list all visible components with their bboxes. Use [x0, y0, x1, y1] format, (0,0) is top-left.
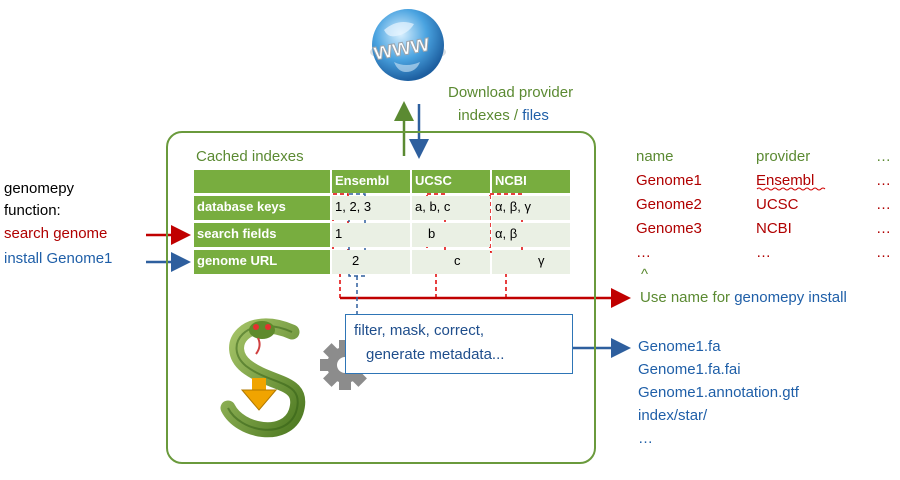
- row-label-search-fields: search fields: [194, 223, 330, 247]
- header-ncbi: NCBI: [492, 170, 570, 193]
- results-row-provider: …: [756, 244, 771, 261]
- file-item: Genome1.fa.fai: [638, 361, 741, 378]
- file-item: Genome1.annotation.gtf: [638, 384, 799, 401]
- results-row-more: …: [876, 196, 891, 213]
- cell-ensembl-url: 2: [332, 250, 410, 274]
- results-col-provider: provider: [756, 148, 811, 165]
- genomepy-logo-icon: [220, 318, 306, 438]
- function-line2: function:: [4, 202, 61, 219]
- file-item: Genome1.fa: [638, 338, 721, 355]
- use-name-prefix: Use name for: [640, 289, 735, 306]
- cell-ncbi-keys: α, β, γ: [492, 196, 570, 220]
- cell-ucsc-search: b: [412, 223, 490, 247]
- cache-title: Cached indexes: [196, 148, 304, 165]
- cached-indexes-box: [166, 131, 596, 464]
- results-row-more: …: [876, 220, 891, 237]
- results-col-more: …: [876, 148, 891, 165]
- results-row-more: …: [876, 172, 891, 189]
- results-row-provider: NCBI: [756, 220, 792, 237]
- cell-ncbi-search: α, β: [492, 223, 570, 247]
- header-ucsc: UCSC: [412, 170, 490, 193]
- cell-ucsc-keys: a, b, c: [412, 196, 490, 220]
- process-line2: generate metadata...: [366, 346, 505, 363]
- www-globe-icon: www: [370, 9, 446, 81]
- use-name-highlight: genomepy install: [734, 289, 847, 306]
- function-install: install Genome1: [4, 250, 113, 267]
- row-label-database-keys: database keys: [194, 196, 330, 220]
- cell-ensembl-search: 1: [332, 223, 410, 247]
- results-caret: ^: [641, 266, 649, 283]
- download-indexes: indexes /: [458, 107, 523, 124]
- file-item: …: [638, 430, 653, 447]
- download-line1: Download provider: [448, 84, 574, 101]
- spell-underline: [756, 187, 826, 191]
- table-corner: [194, 170, 330, 193]
- function-search: search genome: [4, 225, 108, 242]
- function-line1: genomepy: [4, 180, 75, 197]
- header-ensembl: Ensembl: [332, 170, 410, 193]
- process-box: filter, mask, correct, generate metadata…: [345, 314, 573, 374]
- results-row-name: Genome2: [636, 196, 702, 213]
- file-item: index/star/: [638, 407, 708, 424]
- download-files: files: [522, 107, 549, 124]
- results-row-name: …: [636, 244, 651, 261]
- results-row-name: Genome3: [636, 220, 702, 237]
- cell-ensembl-keys: 1, 2, 3: [332, 196, 410, 220]
- results-row-name: Genome1: [636, 172, 702, 189]
- process-line1: filter, mask, correct,: [354, 322, 485, 339]
- cell-ncbi-url: γ: [492, 250, 570, 274]
- results-row-more: …: [876, 244, 891, 261]
- cell-ucsc-url: c: [412, 250, 490, 274]
- use-name-caption: Use name for genomepy install: [640, 289, 847, 306]
- results-row-provider: Ensembl: [756, 172, 815, 189]
- row-label-genome-url: genome URL: [194, 250, 330, 274]
- results-row-provider: UCSC: [756, 196, 799, 213]
- results-col-name: name: [636, 148, 674, 165]
- download-line2: indexes / files: [458, 107, 549, 124]
